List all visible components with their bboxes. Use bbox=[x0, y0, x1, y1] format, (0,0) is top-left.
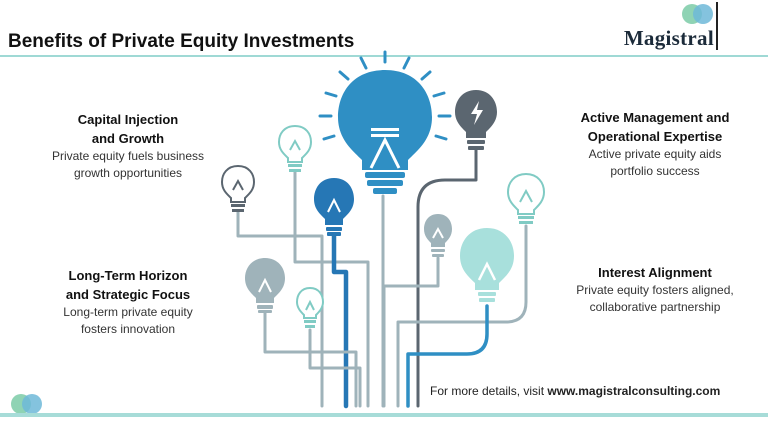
benefit-heading: Long-Term Horizon and Strategic Focus bbox=[65, 268, 191, 302]
benefit-description: Private equity fosters aligned, collabor… bbox=[576, 283, 734, 314]
footer-note: For more details, visit www.magistralcon… bbox=[430, 384, 720, 398]
lightbulb-icon bbox=[277, 124, 313, 172]
benefit-capital-injection: Capital Injection and Growth Private equ… bbox=[38, 110, 218, 182]
wire bbox=[293, 170, 370, 408]
lightbulb-icon bbox=[506, 172, 546, 224]
benefit-interest-alignment: Interest Alignment Private equity foster… bbox=[550, 263, 760, 316]
wire bbox=[331, 233, 349, 409]
benefit-heading: Active Management and Operational Expert… bbox=[580, 110, 730, 144]
lightning-bolt-icon bbox=[471, 101, 483, 125]
benefit-description: Active private equity aids portfolio suc… bbox=[588, 147, 722, 178]
lightbulb-icon bbox=[245, 258, 285, 313]
light-rays-icon bbox=[318, 50, 452, 141]
lightbulb-icon bbox=[220, 164, 256, 212]
brand-divider bbox=[716, 2, 718, 50]
logo-circles-icon bbox=[11, 394, 42, 414]
wire bbox=[416, 148, 478, 408]
lightbulb-icon bbox=[338, 70, 432, 194]
wire bbox=[396, 224, 528, 408]
logo-circles-icon bbox=[682, 4, 713, 24]
wire bbox=[382, 256, 440, 408]
brand-name: Magistral bbox=[623, 26, 714, 50]
footer-divider bbox=[0, 413, 768, 417]
lightbulb-icon bbox=[424, 214, 452, 257]
benefit-heading: Interest Alignment bbox=[598, 265, 712, 280]
footer-url-link[interactable]: www.magistralconsulting.com bbox=[547, 384, 721, 398]
benefit-description: Long-term private equity fosters innovat… bbox=[63, 305, 193, 336]
benefit-active-management: Active Management and Operational Expert… bbox=[550, 108, 760, 180]
lightbulb-icon bbox=[455, 90, 497, 150]
benefit-heading: Capital Injection and Growth bbox=[77, 112, 179, 146]
wire bbox=[406, 304, 489, 408]
page-title: Benefits of Private Equity Investments bbox=[8, 31, 355, 52]
lightbulb-icon bbox=[295, 286, 325, 328]
wire bbox=[308, 328, 362, 408]
lightbulb-icon bbox=[460, 228, 514, 302]
benefit-long-term-horizon: Long-Term Horizon and Strategic Focus Lo… bbox=[38, 266, 218, 338]
footer-prefix: For more details, visit bbox=[430, 384, 545, 398]
wire bbox=[236, 210, 324, 408]
lightbulb-icon bbox=[314, 178, 354, 236]
benefit-description: Private equity fuels business growth opp… bbox=[51, 149, 205, 180]
